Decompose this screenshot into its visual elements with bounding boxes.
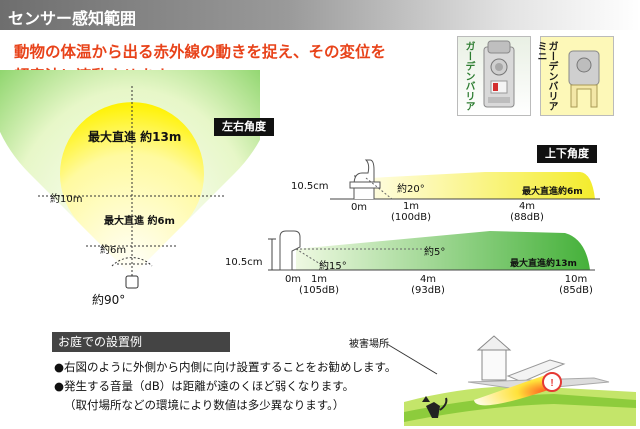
mini-angle-label: 約20° [397,184,425,195]
product-label: ガーデンバリアミニ [535,41,557,111]
mini-tick-2: 4m [518,201,536,212]
horizontal-inner-label: 最大直進 約6m [104,216,175,227]
victim-area-label: 被害場所 [349,339,389,350]
section-title: センサー感知範囲 [8,9,137,28]
full-angle-lower: 約15° [319,261,347,272]
garden-note-2: ●発生する音量（dB）は距離が遠のくほど弱くなります。 [54,379,355,393]
full-range-label: 最大直進約13m [510,259,577,269]
full-tick-1: 1m [310,274,328,285]
garden-note-1: ●右図のように外側から内側に向け設置することをお勧めします。 [54,360,397,374]
vertical-angle-tag: 上下角度 [537,145,597,163]
vertical-mini-diagram [330,159,600,200]
full-tick-3-db: (85dB) [559,285,593,296]
mini-tick-0: 0m [350,202,368,213]
garden-note-3: （取付場所などの環境により数値は多少異なります。） [64,398,345,412]
mini-tick-1: 1m [402,201,420,212]
pointer-line [386,343,438,375]
mini-height-label: 10.5cm [291,181,329,192]
product-garden-barrier: ガーデンバリア [457,36,531,116]
horizontal-fan-diagram [0,70,260,289]
full-tick-2-db: (93dB) [411,285,445,296]
full-tick-0: 0m [284,274,302,285]
product-garden-barrier-mini: ガーデンバリアミニ [535,36,614,116]
mini-range-label: 最大直進約6m [522,187,583,197]
full-tick-2: 4m [419,274,437,285]
full-height-label: 10.5cm [225,257,263,268]
horizontal-inner-radius: 約6m [100,245,127,256]
garden-notes: ●右図のように外側から内側に向け設置することをお勧めします。 ●発生する音量（d… [54,358,396,415]
horizontal-angle-tag: 左右角度 [214,118,274,136]
full-tick-3: 10m [564,274,588,285]
full-tick-1-db: (105dB) [298,285,340,296]
horizontal-outer-radius: 約10m [50,194,83,205]
garden-illustration: ! [404,335,636,426]
mini-tick-1-db: (100dB) [390,212,432,223]
intro-line-1: 動物の体温から出る赤外線の動きを捉え、その変位を [14,43,387,61]
section-header [0,0,640,30]
device-illustration [483,40,515,108]
product-label: ガーデンバリア [463,41,474,111]
device-illustration [568,50,600,108]
svg-text:!: ! [550,378,553,389]
garden-title: お庭での設置例 [52,332,230,352]
horizontal-angle-label: 約90° [92,293,126,307]
vertical-full-diagram [268,230,595,271]
mini-tick-2-db: (88dB) [510,212,544,223]
full-angle-upper: 約5° [424,247,446,258]
horizontal-outer-label: 最大直進 約13m [88,130,182,144]
